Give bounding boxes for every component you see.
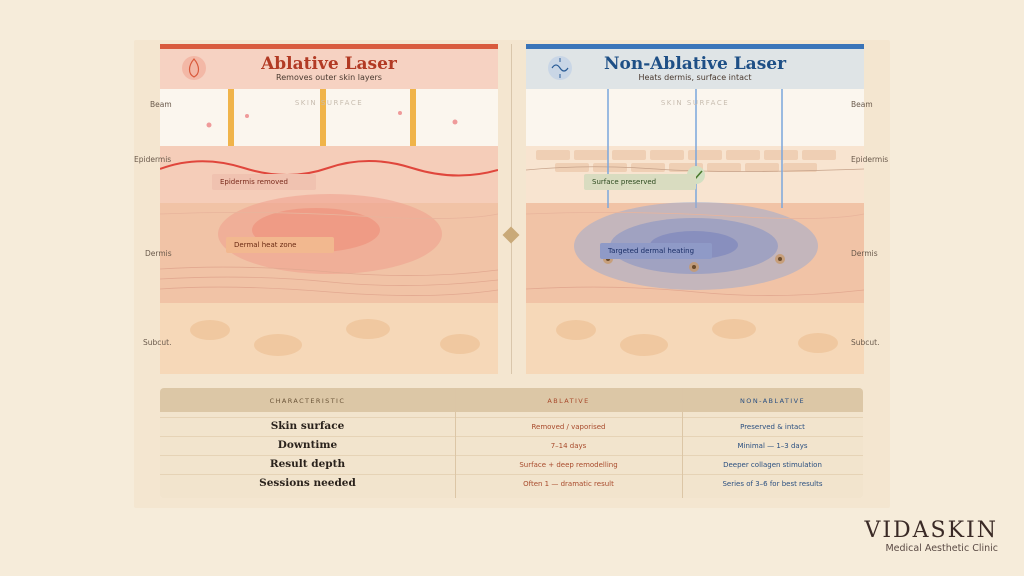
header-characteristic: CHARACTERISTIC xyxy=(269,397,346,405)
row-ablative: Often 1 — dramatic result xyxy=(523,480,614,488)
row-key: Result depth xyxy=(269,458,346,470)
table-row: Skin surface Removed / vaporised Preserv… xyxy=(160,417,863,436)
non-ablative-title: Non-Ablative Laser xyxy=(603,54,787,74)
layer-label-subcut-left: Subcut. xyxy=(143,338,172,347)
table-divider xyxy=(455,388,456,498)
layer-label-dermis-right: Dermis xyxy=(851,249,878,258)
table-divider xyxy=(682,388,683,498)
ablative-dermis-tag: Dermal heat zone xyxy=(226,237,334,253)
ablative-illustration xyxy=(160,44,498,374)
row-ablative: Removed / vaporised xyxy=(531,423,606,431)
ablative-title: Ablative Laser xyxy=(261,54,397,74)
non-ablative-subtitle: Heats dermis, surface intact xyxy=(638,73,752,82)
layer-label-epidermis-left: Epidermis xyxy=(134,155,172,164)
row-key: Sessions needed xyxy=(259,477,356,489)
table-row: Result depth Surface + deep remodelling … xyxy=(160,455,863,474)
layer-label-beam-left: Beam xyxy=(150,100,172,109)
ablative-panel: Ablative Laser Removes outer skin layers… xyxy=(160,44,498,374)
ablative-epidermis-tag: Epidermis removed xyxy=(212,174,316,190)
row-ablative: 7–14 days xyxy=(550,442,587,450)
brand-logo: VIDASKIN Medical Aesthetic Clinic xyxy=(864,518,998,554)
row-non-ablative: Series of 3–6 for best results xyxy=(722,480,823,488)
table-row: Sessions needed Often 1 — dramatic resul… xyxy=(160,474,863,493)
non-ablative-epidermis-tag: Surface preserved xyxy=(584,174,696,190)
ablative-surface-label: SKIN SURFACE xyxy=(294,99,364,107)
brand-name: VIDASKIN xyxy=(864,518,998,543)
non-ablative-surface-label: SKIN SURFACE xyxy=(660,99,730,107)
ablative-subtitle: Removes outer skin layers xyxy=(276,73,382,82)
table-row: Downtime 7–14 days Minimal — 1–3 days xyxy=(160,436,863,455)
row-non-ablative: Preserved & intact xyxy=(740,423,805,431)
comparison-table: CHARACTERISTIC ABLATIVE NON-ABLATIVE Ski… xyxy=(160,388,863,498)
layer-label-beam-right: Beam xyxy=(851,100,873,109)
layer-label-subcut-right: Subcut. xyxy=(851,338,880,347)
row-key: Skin surface xyxy=(270,420,345,432)
table-body: Skin surface Removed / vaporised Preserv… xyxy=(160,412,863,498)
layer-label-epidermis-right: Epidermis xyxy=(851,155,889,164)
table-header: CHARACTERISTIC ABLATIVE NON-ABLATIVE xyxy=(160,388,863,412)
row-non-ablative: Minimal — 1–3 days xyxy=(737,442,808,450)
header-non-ablative: NON-ABLATIVE xyxy=(740,397,805,405)
header-ablative: ABLATIVE xyxy=(547,397,590,405)
non-ablative-panel: Non-Ablative Laser Heats dermis, surface… xyxy=(526,44,864,374)
row-ablative: Surface + deep remodelling xyxy=(519,461,618,469)
non-ablative-dermis-tag: Targeted dermal heating xyxy=(600,243,712,259)
row-key: Downtime xyxy=(277,439,338,451)
layer-label-dermis-left: Dermis xyxy=(145,249,172,258)
panel-divider xyxy=(511,44,512,374)
row-non-ablative: Deeper collagen stimulation xyxy=(723,461,822,469)
brand-tagline: Medical Aesthetic Clinic xyxy=(885,543,998,554)
non-ablative-illustration xyxy=(526,44,864,374)
